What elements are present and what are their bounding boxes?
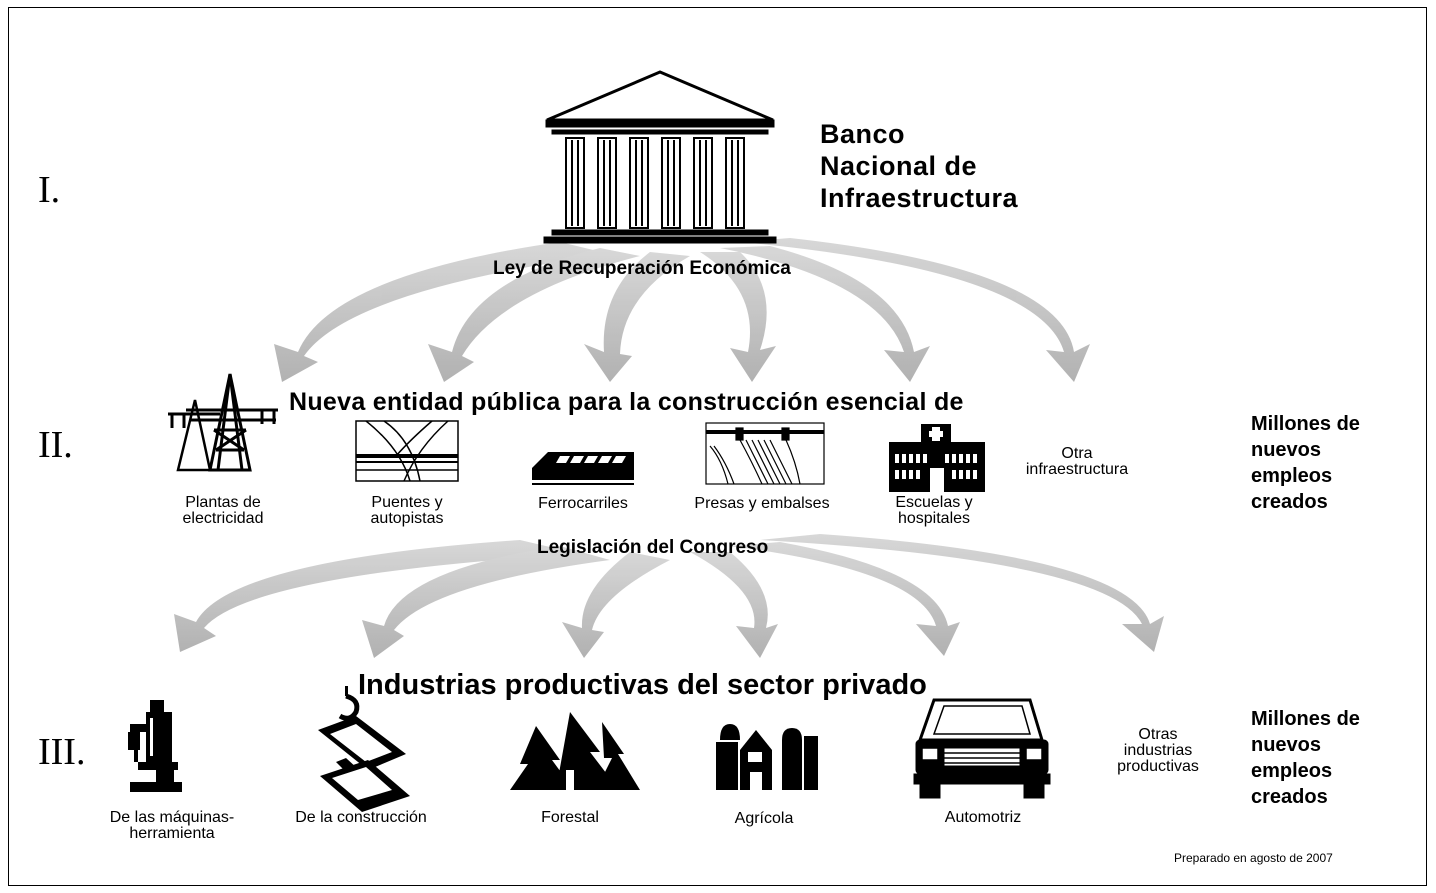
level3-item-label: Agrícola [734, 810, 794, 827]
car-icon [913, 698, 1051, 799]
dam-icon [705, 422, 825, 485]
level3-item-label: De la construcción [295, 809, 427, 826]
arrows-level-2 [174, 534, 1164, 658]
level2-item-label: Puentes y autopistas [370, 494, 444, 527]
power-tower-icon [168, 373, 278, 472]
level-label-2: II. [38, 424, 73, 466]
level2-item-label: Escuelas y hospitales [895, 494, 973, 527]
level3-jobs-note: Millones de nuevos empleos creados [1251, 708, 1360, 808]
level3-item-label: Automotriz [944, 809, 1022, 826]
recovery-act-label: Ley de Recuperación Económica [493, 258, 791, 279]
level-label-3: III. [38, 731, 86, 773]
highway-bridge-icon [355, 420, 459, 482]
level3-item-label: Forestal [541, 809, 599, 826]
level3-item-label: Otras industrias productivas [1117, 726, 1199, 775]
pine-trees-icon [510, 712, 640, 790]
level3-item-label: De las máquinas- herramienta [109, 809, 235, 842]
crane-hook-beam-icon [318, 686, 410, 812]
level2-item-label: Otra infraestructura [1025, 445, 1129, 478]
diagram-frame [8, 7, 1427, 886]
level2-heading: Nueva entidad pública para la construcci… [289, 388, 964, 416]
hospital-icon [889, 424, 985, 492]
bank-title: Banco Nacional de Infraestructura [820, 119, 1019, 213]
arrows-level-1 [274, 238, 1090, 382]
level2-item-label: Presas y embalses [694, 495, 830, 512]
level2-jobs-note: Millones de nuevos empleos creados [1251, 413, 1360, 513]
congress-legislation-label: Legislación del Congreso [537, 537, 769, 558]
level-label-1: I. [38, 169, 61, 211]
prepared-date-note: Preparado en agosto de 2007 [1174, 851, 1333, 865]
level2-item-label: Ferrocarriles [538, 495, 628, 512]
machine-tool-icon [128, 700, 182, 792]
level3-heading: Industrias productivas del sector privad… [358, 669, 927, 701]
train-icon [532, 452, 634, 485]
barn-silo-icon [716, 724, 818, 790]
level2-item-label: Plantas de electricidad [182, 494, 264, 527]
bank-building-icon [543, 70, 777, 244]
